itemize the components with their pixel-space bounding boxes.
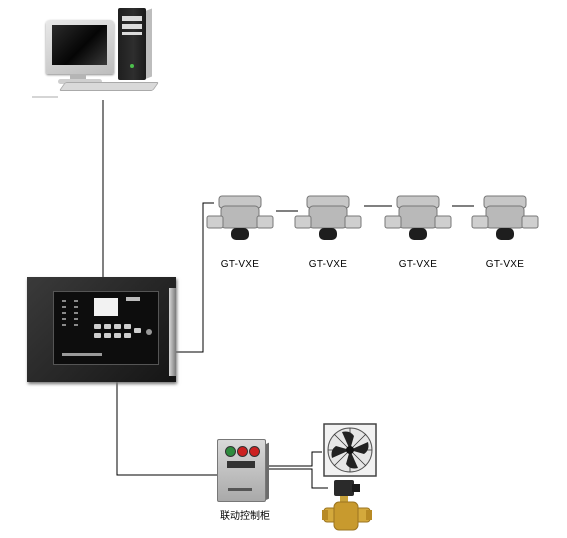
solenoid-valve-icon bbox=[322, 480, 372, 531]
drive-bay bbox=[122, 24, 142, 29]
indicator-led bbox=[62, 318, 66, 320]
drive-bay bbox=[122, 16, 142, 21]
keypad-key bbox=[94, 324, 101, 329]
gas-detector-icon bbox=[471, 195, 539, 240]
keypad-key bbox=[94, 333, 101, 338]
drive-bay bbox=[122, 32, 142, 35]
lcd-display bbox=[94, 298, 118, 316]
cabinet-button-red bbox=[237, 446, 248, 457]
gas-alarm-controller-icon bbox=[27, 277, 176, 382]
keypad-key bbox=[124, 333, 131, 338]
monitor-screen bbox=[52, 25, 107, 65]
detector-label: GT-VXE bbox=[398, 259, 438, 270]
keypad-key bbox=[114, 333, 121, 338]
cabinet-button-green bbox=[225, 446, 236, 457]
detector-label: GT-VXE bbox=[485, 259, 525, 270]
computer-caption-mark bbox=[32, 96, 58, 98]
detector-label: GT-VXE bbox=[308, 259, 348, 270]
cabinet-valve-wire bbox=[269, 468, 328, 489]
indicator-led bbox=[74, 324, 78, 326]
linkage-control-cabinet-icon bbox=[217, 439, 266, 502]
computer-monitor bbox=[46, 20, 114, 74]
linkage-cabinet-label: 联动控制柜 bbox=[220, 511, 270, 522]
controller-detector-bus bbox=[176, 202, 214, 353]
keypad-key bbox=[114, 324, 121, 329]
monitor-base bbox=[58, 79, 102, 84]
controller-logo bbox=[126, 297, 140, 301]
indicator-led bbox=[62, 312, 66, 314]
indicator-led bbox=[74, 300, 78, 302]
indicator-led bbox=[62, 306, 66, 308]
keypad-key bbox=[124, 324, 131, 329]
gas-detector-icon bbox=[206, 195, 274, 240]
keyboard-icon bbox=[58, 82, 160, 91]
gas-detector-icon bbox=[294, 195, 362, 240]
panel-lock-icon bbox=[146, 329, 152, 335]
indicator-led bbox=[62, 300, 66, 302]
cabinet-nameplate bbox=[227, 461, 255, 468]
indicator-led bbox=[74, 318, 78, 320]
indicator-led bbox=[74, 312, 78, 314]
cabinet-brand-mark bbox=[228, 488, 252, 491]
keypad-key bbox=[104, 324, 111, 329]
indicator-led bbox=[62, 324, 66, 326]
indicator-led bbox=[74, 306, 78, 308]
controller-front-panel bbox=[53, 291, 159, 365]
exhaust-fan-icon bbox=[323, 423, 377, 477]
controller-side bbox=[169, 288, 176, 376]
gas-detector-icon bbox=[384, 195, 452, 240]
keypad-key bbox=[134, 328, 141, 333]
power-light bbox=[130, 64, 134, 68]
cabinet-button-red bbox=[249, 446, 260, 457]
computer-icon bbox=[118, 8, 146, 80]
detector-label: GT-VXE bbox=[220, 259, 260, 270]
monitor-neck bbox=[70, 74, 86, 80]
controller-cabinet-wire bbox=[116, 382, 217, 476]
controller-brand-mark bbox=[62, 353, 102, 356]
cabinet-fan-wire bbox=[269, 451, 322, 467]
keypad-key bbox=[104, 333, 111, 338]
